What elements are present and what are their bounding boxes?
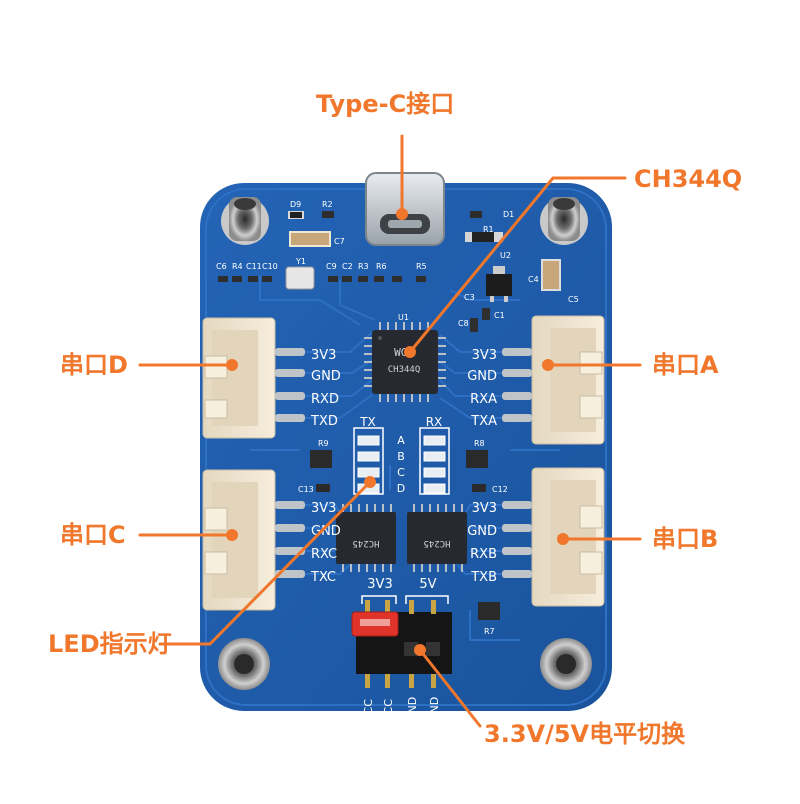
silk-header-vcc-2: VCC — [382, 699, 395, 722]
ref-r6: R6 — [376, 262, 387, 271]
silk-led-letter-d: D — [397, 482, 405, 495]
silk-right-lower-pin-2: RXB — [470, 547, 497, 562]
silk-left-pin-2: RXD — [311, 392, 339, 407]
silk-5v: 5V — [419, 577, 436, 592]
ref-c9: C9 — [326, 262, 337, 271]
silk-left-pin-1: GND — [311, 369, 341, 384]
silk-3v3: 3V3 — [367, 577, 392, 592]
callout-port-a: 串口A — [652, 351, 719, 379]
silk-led-letter-a: A — [397, 434, 405, 447]
ref-d9: D9 — [290, 200, 301, 209]
silk-left-lower-pin-0: 3V3 — [311, 501, 336, 516]
mounting-hole-top-right — [540, 197, 588, 245]
silk-rx: RX — [426, 415, 443, 429]
silk-led-letter-c: C — [397, 466, 405, 479]
callout-leaders — [138, 134, 642, 728]
serial-port-c-connector — [202, 469, 305, 611]
ref-c12: C12 — [492, 485, 508, 494]
callout-level-switch: 3.3V/5V电平切换 — [484, 720, 686, 748]
silk-header-gnd-2: GND — [428, 697, 441, 722]
serial-port-a-connector — [502, 315, 605, 445]
ref-r5: R5 — [416, 262, 427, 271]
silk-right-lower-pin-1: GND — [467, 524, 497, 539]
ref-u2: U2 — [500, 251, 511, 260]
callout-port-d: 串口D — [60, 351, 128, 379]
ref-r2: R2 — [322, 200, 333, 209]
ref-c5: C5 — [568, 295, 579, 304]
mounting-hole-bottom-right — [540, 638, 592, 690]
callout-port-b: 串口B — [652, 525, 719, 553]
silk-right-pin-0: 3V3 — [472, 348, 497, 363]
silkscreen-labels: 3V3 GND RXD TXD 3V3 GND RXC TXC 3V3 GND … — [216, 200, 579, 722]
ref-u1: U1 — [398, 313, 409, 322]
serial-port-d-connector — [202, 317, 305, 439]
silk-header-gnd-1: GND — [406, 697, 419, 722]
ref-r8: R8 — [474, 439, 485, 448]
callout-port-c: 串口C — [60, 521, 126, 549]
callout-led: LED指示灯 — [48, 630, 172, 658]
silk-left-pin-0: 3V3 — [311, 348, 336, 363]
top-components — [218, 211, 561, 332]
level-shifter-chip-right — [407, 504, 467, 572]
ref-r1: R1 — [483, 225, 494, 234]
ref-r4: R4 — [232, 262, 243, 271]
mounting-hole-top-left — [221, 197, 269, 245]
ref-c7: C7 — [334, 237, 345, 246]
silk-left-pin-3: TXD — [310, 414, 338, 429]
ref-y1: Y1 — [295, 257, 306, 266]
callout-type-c: Type-C接口 — [316, 90, 455, 118]
silk-left-lower-pin-2: RXC — [311, 547, 337, 562]
silk-right-lower-pin-3: TXB — [470, 570, 497, 585]
ref-c2: C2 — [342, 262, 353, 271]
voltage-jumper-header — [351, 595, 452, 688]
callout-dots — [226, 208, 569, 656]
level-shifter-chip-left — [336, 504, 396, 572]
led-indicators — [310, 427, 500, 620]
ref-c13: C13 — [298, 485, 314, 494]
callout-ch344q: CH344Q — [634, 165, 743, 193]
ref-r9: R9 — [318, 439, 329, 448]
ref-c10: C10 — [262, 262, 278, 271]
mounting-hole-bottom-left — [218, 638, 270, 690]
ref-c8: C8 — [458, 319, 469, 328]
silk-left-lower-pin-3: TXC — [310, 570, 336, 585]
silk-right-pin-3: TXA — [470, 414, 497, 429]
ref-r3: R3 — [358, 262, 369, 271]
chip-right-marking: HC245 — [423, 538, 450, 548]
silk-tx: TX — [359, 415, 376, 429]
ref-c11: C11 — [246, 262, 262, 271]
silk-led-letter-b: B — [397, 450, 405, 463]
ref-c3: C3 — [464, 293, 475, 302]
pcb-board — [200, 183, 612, 711]
silk-right-lower-pin-0: 3V3 — [472, 501, 497, 516]
silk-right-pin-1: GND — [467, 369, 497, 384]
ch344q-chip — [364, 322, 446, 402]
chip-u1-marking: CH344Q — [388, 365, 421, 375]
ref-c6: C6 — [216, 262, 227, 271]
ref-r7: R7 — [484, 627, 495, 636]
ref-c4: C4 — [528, 275, 539, 284]
silk-header-vcc-1: VCC — [362, 699, 375, 722]
chip-left-marking: HC245 — [352, 538, 379, 548]
ref-c1: C1 — [494, 311, 505, 320]
silk-right-pin-2: RXA — [470, 392, 497, 407]
ref-d1: D1 — [503, 210, 514, 219]
